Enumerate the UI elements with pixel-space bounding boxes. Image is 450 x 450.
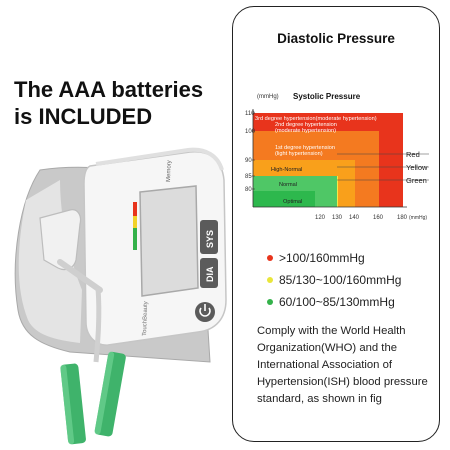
strap-clip — [39, 209, 82, 271]
side-label-green: Green — [406, 176, 427, 185]
headline: The AAA batteries is INCLUDED — [14, 76, 229, 130]
y-tick-100: 100 — [245, 129, 256, 135]
side-label-red: Red — [406, 150, 420, 159]
x-tick-120: 120 — [315, 215, 326, 221]
legend-text-yellow: 85/130~100/160mmHg — [279, 273, 402, 287]
y-tick-110: 110 — [245, 111, 255, 117]
legend-item-green: 60/100~85/130mmHg — [267, 291, 437, 313]
aaa-battery-2 — [60, 363, 86, 445]
dia-button — [200, 258, 218, 288]
air-hose — [93, 287, 102, 363]
x-tick-160: 160 — [373, 215, 384, 221]
zone-label-2-0: 1st degree hypertension — [275, 145, 335, 151]
lcd-display — [139, 185, 199, 297]
sys-button — [200, 220, 218, 254]
bp-classification-chart: (mmHg) Systolic Pressure 3rd degree hypert… — [245, 92, 429, 221]
indicator-yellow — [133, 216, 137, 228]
aaa-battery-1 — [94, 351, 126, 437]
legend-item-red: >100/160mmHg — [267, 247, 437, 269]
zone-optimal — [253, 191, 315, 207]
y-tick-90: 90 — [245, 158, 252, 164]
power-icon — [199, 307, 211, 317]
chart-title: Systolic Pressure — [293, 92, 361, 101]
zone-label-4-0: Normal — [279, 182, 297, 188]
legend-text-green: 60/100~85/130mmHg — [279, 295, 395, 309]
standard-note: Comply with the World Health Organizatio… — [257, 325, 428, 405]
panel-title: Diastolic Pressure — [277, 31, 395, 46]
memory-label: Memory — [166, 160, 173, 182]
zone-label-1-1: (moderate hypertension) — [275, 128, 336, 134]
sys-label: SYS — [205, 230, 215, 248]
headline-line-1: The AAA batteries — [14, 77, 204, 102]
zone-label-1-0: 2nd degree hypertension — [275, 122, 337, 128]
indicator-red — [133, 202, 137, 216]
side-label-yellow: Yellow — [406, 163, 428, 172]
dia-label: DIA — [205, 266, 215, 282]
legend-item-yellow: 85/130~100/160mmHg — [267, 269, 437, 291]
y-axis-unit: (mmHg) — [257, 94, 279, 100]
info-panel: Diastolic Pressure (mmHg) Systolic Pressu… — [232, 6, 440, 442]
x-axis-unit: (mmHg) — [409, 215, 427, 221]
legend-text-red: >100/160mmHg — [279, 251, 365, 265]
power-button — [195, 302, 215, 322]
legend-dot-green — [267, 299, 273, 305]
indicator-green — [133, 228, 137, 250]
x-tick-180: 180 — [397, 215, 408, 221]
zone-label-0-0: 3rd degree hypertension(moderate hyperte… — [255, 116, 377, 122]
zone-label-3-0: High-Normal — [271, 167, 302, 173]
x-tick-130: 130 — [332, 215, 343, 221]
y-tick-80: 80 — [245, 187, 252, 193]
y-tick-85: 85 — [245, 174, 252, 180]
monitor-top-edge — [95, 147, 224, 171]
legend: >100/160mmHg 85/130~100/160mmHg 60/100~8… — [267, 247, 437, 313]
wrist-blood-pressure-monitor: Memory SYS DIA TouchBeauty — [14, 147, 227, 445]
zone-label-5-0: Optimal — [283, 199, 302, 205]
brand-label: TouchBeauty — [142, 301, 149, 336]
x-tick-140: 140 — [349, 215, 360, 221]
legend-dot-yellow — [267, 277, 273, 283]
zone-label-2-1: (light hypertension) — [275, 151, 323, 157]
headline-line-2: is INCLUDED — [14, 104, 153, 129]
legend-dot-red — [267, 255, 273, 261]
